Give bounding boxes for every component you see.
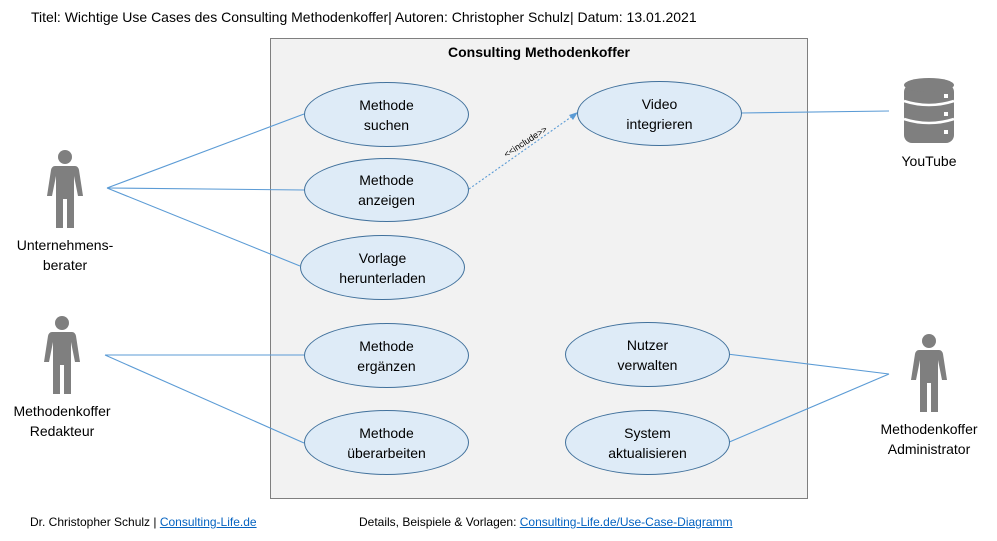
usecase-label-line1: System — [624, 424, 671, 441]
association-admin-users — [726, 353, 890, 375]
usecase-label-line2: herunterladen — [339, 269, 426, 286]
actor-label-line2: berater — [42, 257, 88, 273]
association-consultant-search — [106, 113, 305, 189]
usecase-system-aktualisieren[interactable]: System aktualisieren — [565, 410, 730, 475]
actor-label-line1: Methodenkoffer — [13, 403, 111, 419]
footer-details: Details, Beispiele & Vorlagen: — [359, 515, 520, 529]
actor-label-redakteur: Methodenkoffer Redakteur — [0, 401, 124, 441]
usecase-label-line2: suchen — [363, 116, 410, 133]
usecase-vorlage-herunterladen[interactable]: Vorlage herunterladen — [300, 235, 465, 300]
person-icon — [44, 316, 80, 394]
actor-label-administrator: Methodenkoffer Administrator — [866, 419, 992, 459]
association-editor-edit — [104, 354, 305, 444]
usecase-label-line1: Methode — [359, 96, 414, 113]
actor-label-line1: Methodenkoffer — [880, 421, 978, 437]
usecase-methode-suchen[interactable]: Methode suchen — [304, 82, 469, 147]
system-title: Consulting Methodenkoffer — [448, 44, 630, 60]
usecase-label-line1: Methode — [359, 424, 414, 441]
actor-label-youtube: YouTube — [901, 153, 957, 169]
usecase-label-line2: verwalten — [617, 356, 678, 373]
association-admin-update — [726, 373, 890, 444]
person-icon — [47, 150, 83, 228]
actor-label-line2: Administrator — [887, 441, 971, 457]
footer-right: Details, Beispiele & Vorlagen: Consultin… — [359, 515, 733, 529]
usecase-methode-anzeigen[interactable]: Methode anzeigen — [304, 158, 469, 222]
association-consultant-show — [106, 187, 305, 191]
footer-author: Dr. Christopher Schulz | — [30, 515, 160, 529]
association-consultant-download — [106, 187, 301, 267]
usecase-label-line2: überarbeiten — [347, 444, 426, 461]
footer-link-use-case-diagramm[interactable]: Consulting-Life.de/Use-Case-Diagramm — [519, 515, 733, 529]
usecase-label-line2: ergänzen — [357, 357, 416, 374]
usecase-methode-ergaenzen[interactable]: Methode ergänzen — [304, 323, 469, 388]
footer-left: Dr. Christopher Schulz | Consulting-Life… — [30, 515, 257, 529]
association-video-youtube — [740, 110, 890, 114]
usecase-methode-ueberarbeiten[interactable]: Methode überarbeiten — [304, 410, 469, 475]
footer-link-consulting-life[interactable]: Consulting-Life.de — [159, 515, 257, 529]
usecase-label-line1: Nutzer — [626, 336, 669, 353]
usecase-label-line1: Methode — [359, 172, 414, 188]
diagram-title: Titel: Wichtige Use Cases des Consulting… — [31, 9, 697, 25]
actor-label-unternehmensberater: Unternehmens- berater — [0, 235, 130, 275]
usecase-label-line1: Video — [641, 95, 678, 112]
usecase-label-line1: Methode — [359, 337, 414, 354]
actor-label-line2: Redakteur — [29, 423, 95, 439]
database-icon — [903, 78, 955, 143]
usecase-label-line2: integrieren — [626, 115, 693, 132]
include-dependency — [468, 114, 575, 190]
actor-label-line1: Unternehmens- — [16, 237, 114, 253]
include-arrowhead — [569, 112, 578, 120]
usecase-label-line1: Vorlage — [358, 249, 407, 266]
usecase-nutzer-verwalten[interactable]: Nutzer verwalten — [565, 322, 730, 387]
usecase-video-integrieren[interactable]: Video integrieren — [577, 81, 742, 146]
usecase-label-line2: aktualisieren — [608, 444, 687, 461]
person-icon — [911, 334, 947, 412]
usecase-label-line2: anzeigen — [358, 192, 415, 208]
